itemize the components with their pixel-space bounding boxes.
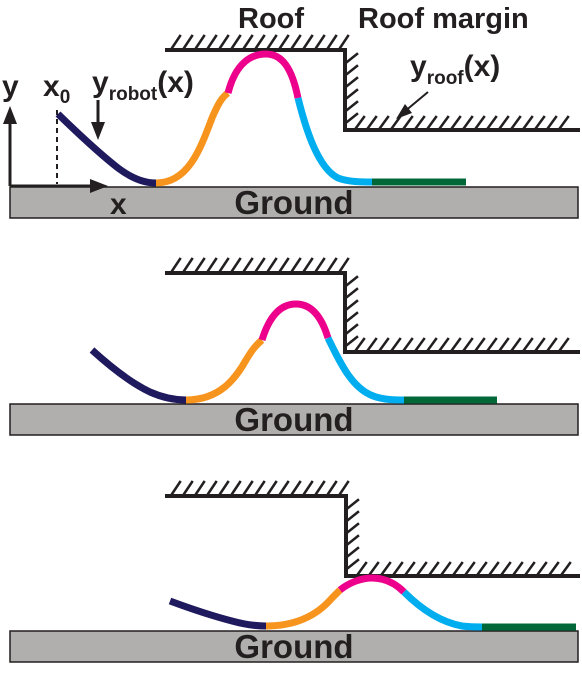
ground-block <box>9 630 579 663</box>
robot-segment-cyan <box>401 589 483 631</box>
robot-body <box>89 300 497 404</box>
x-axis-arrow <box>90 179 108 193</box>
roof-margin-label: Roof margin <box>358 3 529 35</box>
x0-label: x0 <box>43 70 70 108</box>
ground-label: Ground <box>234 628 353 665</box>
robot-segment-cyan <box>294 97 373 186</box>
roof-hatch-margin <box>354 337 570 352</box>
roof-hatch-wall <box>345 275 359 347</box>
y-roof-main: y <box>410 50 427 83</box>
y-roof-label: yroof(x) <box>410 50 500 89</box>
x0-sub: 0 <box>60 87 71 108</box>
roof-label: Roof <box>238 3 304 35</box>
y-roof-arrow <box>396 91 429 119</box>
y-robot-arrow <box>91 100 105 140</box>
robot-segment-magenta <box>224 50 302 99</box>
robot-segment-orange <box>185 337 265 404</box>
ground-label: Ground <box>234 401 353 438</box>
ground-block <box>9 186 579 219</box>
y-roof-arg: (x) <box>464 50 501 83</box>
roof-hatch-margin <box>356 561 572 576</box>
axes <box>3 106 108 193</box>
robot-segment-orange <box>265 587 343 630</box>
roof-hatch-wall <box>346 498 360 570</box>
robot-segment-navy <box>55 111 157 187</box>
roof-hatch-wall <box>345 52 359 124</box>
panel-1: Ground y x x0 yrobot(x) Roof Roof margin… <box>2 3 580 221</box>
roof-outline <box>165 48 580 132</box>
robot-segment-orange <box>155 90 231 187</box>
y-robot-arg: (x) <box>157 66 194 99</box>
y-robot-main: y <box>92 66 109 99</box>
y-roof-sub: roof <box>427 68 465 89</box>
roof-structure <box>165 257 580 354</box>
x-axis-label: x <box>110 188 127 221</box>
roof-hatch-top <box>170 34 350 50</box>
panel-2: Ground <box>9 257 580 438</box>
y-axis-label: y <box>2 70 19 103</box>
roof-structure <box>165 34 580 132</box>
y-axis-arrow <box>3 106 17 124</box>
roof-hatch-top <box>170 480 350 496</box>
roof-hatch-top <box>170 257 350 273</box>
y-robot-label: yrobot(x) <box>92 66 194 105</box>
panel-3: Ground <box>9 480 580 665</box>
roof-outline <box>165 271 580 354</box>
x0-main: x <box>43 70 60 103</box>
y-robot-sub: robot <box>109 84 158 105</box>
roof-hatch-margin <box>354 115 570 130</box>
robot-segment-navy <box>168 597 267 630</box>
robot-segment-cyan <box>324 336 405 404</box>
robot-segment-magenta <box>258 300 332 342</box>
ground-label: Ground <box>234 184 353 221</box>
robot-body <box>55 50 466 187</box>
ground-block <box>9 403 579 436</box>
robot-body <box>168 574 576 631</box>
roof-outline <box>165 494 580 578</box>
roof-structure <box>165 480 580 578</box>
robot-segment-magenta <box>337 574 407 595</box>
robot-segment-navy <box>89 347 187 404</box>
